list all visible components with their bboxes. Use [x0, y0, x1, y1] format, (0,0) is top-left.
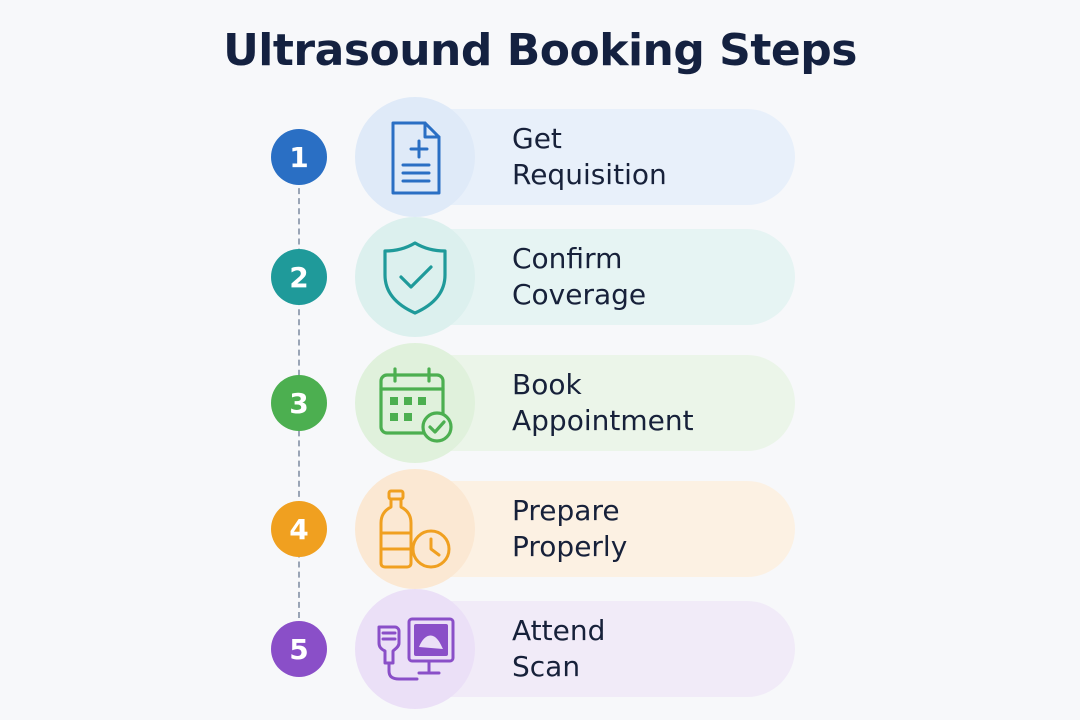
step-label: Confirm Coverage — [512, 217, 646, 337]
page-title: Ultrasound Booking Steps — [223, 25, 857, 76]
step-label-line2: Scan — [512, 650, 581, 683]
step-4: 4 Prepare Properly — [0, 469, 1080, 589]
shield-check-icon — [355, 217, 475, 337]
step-number-badge: 1 — [271, 129, 327, 185]
step-label: Get Requisition — [512, 97, 667, 217]
step-label: Attend Scan — [512, 589, 605, 709]
step-label-line1: Book — [512, 368, 582, 401]
step-label-line1: Prepare — [512, 494, 620, 527]
step-2: 2 Confirm Coverage — [0, 217, 1080, 337]
ultrasound-machine-icon — [355, 589, 475, 709]
step-label-line1: Get — [512, 122, 562, 155]
requisition-document-icon — [355, 97, 475, 217]
step-label-line1: Confirm — [512, 242, 623, 275]
step-label: Book Appointment — [512, 343, 694, 463]
step-3: 3 Book Appointment — [0, 343, 1080, 463]
water-bottle-clock-icon — [355, 469, 475, 589]
step-1: 1 Get Requisition — [0, 97, 1080, 217]
step-number-badge: 5 — [271, 621, 327, 677]
step-5: 5 Attend Scan — [0, 589, 1080, 709]
step-number-badge: 2 — [271, 249, 327, 305]
step-label: Prepare Properly — [512, 469, 627, 589]
step-number-badge: 3 — [271, 375, 327, 431]
step-label-line2: Properly — [512, 530, 628, 563]
step-label-line2: Coverage — [512, 278, 647, 311]
calendar-check-icon — [355, 343, 475, 463]
step-label-line1: Attend — [512, 614, 606, 647]
step-number-badge: 4 — [271, 501, 327, 557]
step-label-line2: Requisition — [512, 158, 667, 191]
step-label-line2: Appointment — [512, 404, 694, 437]
